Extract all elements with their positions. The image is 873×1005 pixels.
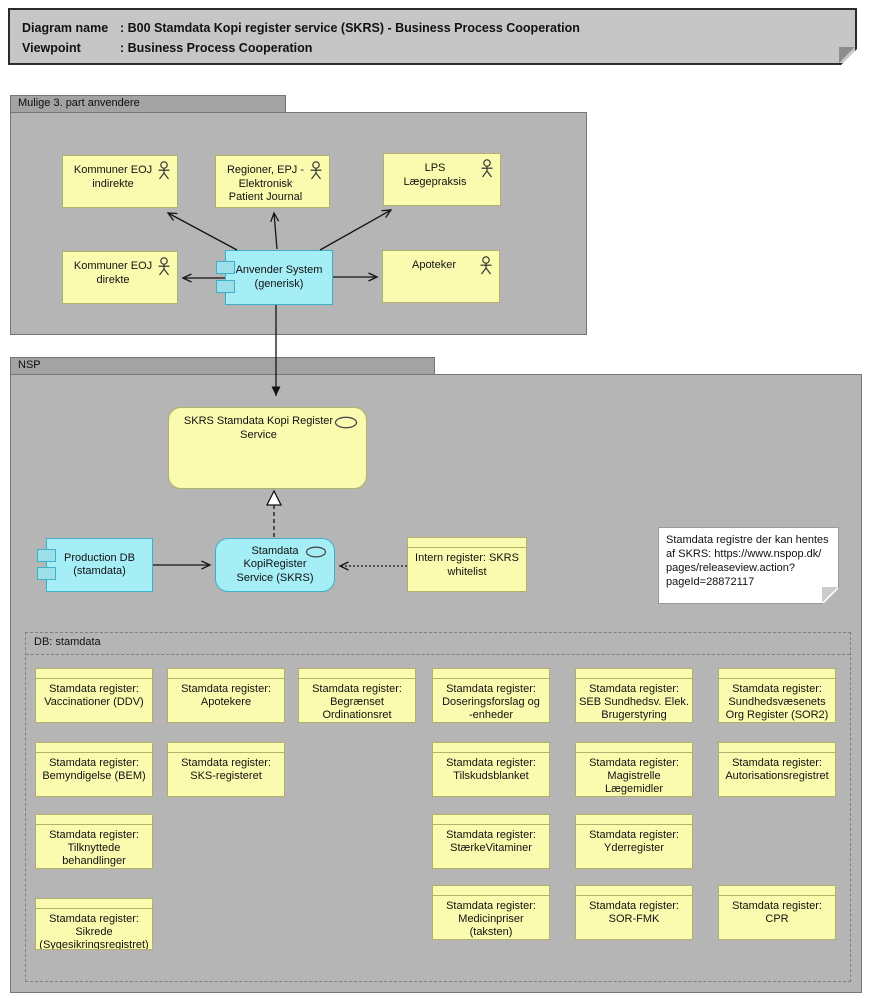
note-text: Stamdata registre der kan hentes af SKRS… bbox=[666, 534, 829, 588]
actor-label: Regioner, EPJ - Elektronisk Patient Jour… bbox=[226, 164, 305, 203]
register-magistrelle-laegemidler[interactable]: Stamdata register: Magistrelle Lægemidle… bbox=[575, 742, 693, 797]
actor-lps-laegepraksis[interactable]: LPS Lægepraksis bbox=[383, 153, 501, 206]
actor-label: Kommuner EOJ direkte bbox=[73, 260, 153, 286]
title-label: Diagram name bbox=[22, 21, 109, 35]
component-icon bbox=[216, 261, 235, 274]
service-icon bbox=[305, 546, 327, 558]
register-label: Stamdata register: SOR-FMK bbox=[589, 900, 679, 925]
title-value: : B00 Stamdata Kopi register service (SK… bbox=[120, 21, 580, 35]
register-label: Stamdata register: CPR bbox=[732, 900, 822, 925]
service-icon bbox=[334, 416, 358, 429]
register-doseringsforslag[interactable]: Stamdata register: Doseringsforslag og -… bbox=[432, 668, 550, 723]
group-label: DB: stamdata bbox=[34, 636, 101, 648]
register-label: Stamdata register: Medicinpriser (takste… bbox=[446, 900, 536, 938]
actor-icon bbox=[481, 159, 493, 178]
service-stamdata-kopiregister[interactable]: Stamdata KopiRegister Service (SKRS) bbox=[215, 538, 335, 592]
actor-apoteker[interactable]: Apoteker bbox=[382, 250, 500, 303]
register-sor-fmk[interactable]: Stamdata register: SOR-FMK bbox=[575, 885, 693, 940]
register-autorisationsregistret[interactable]: Stamdata register: Autorisationsregistre… bbox=[718, 742, 836, 797]
register-label: Stamdata register: Tilknyttede behandlin… bbox=[49, 829, 139, 867]
service-label: SKRS Stamdata Kopi Register Service bbox=[183, 415, 334, 441]
group-db-stamdata[interactable]: DB: stamdata bbox=[25, 632, 851, 982]
component-icon bbox=[37, 567, 56, 580]
register-sikrede-sygesikringsregistret[interactable]: Stamdata register: Sikrede (Sygesikrings… bbox=[35, 898, 153, 950]
register-label: Stamdata register: SKS-registeret bbox=[181, 757, 271, 782]
group-label: NSP bbox=[18, 359, 41, 371]
object-label: Intern register: SKRS whitelist bbox=[415, 552, 519, 578]
register-tilknyttede-behandlinger[interactable]: Stamdata register: Tilknyttede behandlin… bbox=[35, 814, 153, 869]
object-intern-register-whitelist[interactable]: Intern register: SKRS whitelist bbox=[407, 537, 527, 592]
group-label: Mulige 3. part anvendere bbox=[18, 97, 140, 109]
title-value: : Business Process Cooperation bbox=[120, 41, 313, 55]
actor-kommuner-eoj-indirekte[interactable]: Kommuner EOJ indirekte bbox=[62, 155, 178, 208]
register-label: Stamdata register: Yderregister bbox=[589, 829, 679, 854]
title-row-viewpoint: Viewpoint : Business Process Cooperation bbox=[22, 38, 843, 58]
register-medicinpriser-taksten[interactable]: Stamdata register: Medicinpriser (takste… bbox=[432, 885, 550, 940]
register-staerkevitaminer[interactable]: Stamdata register: StærkeVitaminer bbox=[432, 814, 550, 869]
title-label: Viewpoint bbox=[22, 41, 81, 55]
actor-label: LPS Lægepraksis bbox=[403, 162, 467, 188]
register-tilskudsblanket[interactable]: Stamdata register: Tilskudsblanket bbox=[432, 742, 550, 797]
register-cpr[interactable]: Stamdata register: CPR bbox=[718, 885, 836, 940]
register-label: Stamdata register: Begrænset Ordinations… bbox=[312, 683, 402, 721]
actor-kommuner-eoj-direkte[interactable]: Kommuner EOJ direkte bbox=[62, 251, 178, 304]
service-label: Stamdata KopiRegister Service (SKRS) bbox=[236, 544, 314, 584]
register-vaccinationer-ddv[interactable]: Stamdata register: Vaccinationer (DDV) bbox=[35, 668, 153, 723]
register-label: Stamdata register: Tilskudsblanket bbox=[446, 757, 536, 782]
register-seb-brugerstyring[interactable]: Stamdata register: SEB Sundhedsv. Elek. … bbox=[575, 668, 693, 723]
register-yderregister[interactable]: Stamdata register: Yderregister bbox=[575, 814, 693, 869]
component-label: Anvender System (generisk) bbox=[235, 264, 323, 290]
register-bemyndigelse-bem[interactable]: Stamdata register: Bemyndigelse (BEM) bbox=[35, 742, 153, 797]
register-label: Stamdata register: Bemyndigelse (BEM) bbox=[42, 757, 146, 782]
register-sor2[interactable]: Stamdata register: Sundhedsvæsenets Org … bbox=[718, 668, 836, 723]
register-apotekere[interactable]: Stamdata register: Apotekere bbox=[167, 668, 285, 723]
actor-icon bbox=[310, 161, 322, 180]
component-icon bbox=[216, 280, 235, 293]
actor-icon bbox=[480, 256, 492, 275]
actor-icon bbox=[158, 161, 170, 180]
group-tab-third-party[interactable]: Mulige 3. part anvendere bbox=[10, 95, 286, 112]
register-begraenset-ordinationsret[interactable]: Stamdata register: Begrænset Ordinations… bbox=[298, 668, 416, 723]
group-tab-nsp[interactable]: NSP bbox=[10, 357, 435, 374]
actor-label: Kommuner EOJ indirekte bbox=[73, 164, 153, 190]
component-label: Production DB (stamdata) bbox=[64, 551, 135, 578]
register-label: Stamdata register: Apotekere bbox=[181, 683, 271, 708]
title-row-diagram-name: Diagram name : B00 Stamdata Kopi register… bbox=[22, 18, 843, 38]
register-label: Stamdata register: StærkeVitaminer bbox=[446, 829, 536, 854]
actor-icon bbox=[158, 257, 170, 276]
register-label: Stamdata register: Autorisationsregistre… bbox=[725, 757, 829, 782]
register-label: Stamdata register: Vaccinationer (DDV) bbox=[44, 683, 144, 708]
component-anvender-system[interactable]: Anvender System (generisk) bbox=[216, 250, 333, 305]
register-label: Stamdata register: Doseringsforslag og -… bbox=[442, 683, 540, 721]
diagram-title-note: Diagram name : B00 Stamdata Kopi register… bbox=[8, 8, 857, 65]
component-production-db[interactable]: Production DB (stamdata) bbox=[37, 538, 153, 592]
register-label: Stamdata register: Sikrede (Sygesikrings… bbox=[39, 913, 149, 950]
register-label: Stamdata register: SEB Sundhedsv. Elek. … bbox=[579, 683, 689, 721]
component-icon bbox=[37, 549, 56, 562]
actor-regioner-epj[interactable]: Regioner, EPJ - Elektronisk Patient Jour… bbox=[215, 155, 330, 208]
register-label: Stamdata register: Sundhedsvæsenets Org … bbox=[725, 683, 829, 721]
register-sks-registeret[interactable]: Stamdata register: SKS-registeret bbox=[167, 742, 285, 797]
note-stamdata-registre[interactable]: Stamdata registre der kan hentes af SKRS… bbox=[658, 527, 839, 604]
actor-label: Apoteker bbox=[411, 259, 457, 271]
group-header-divider bbox=[26, 654, 850, 655]
register-label: Stamdata register: Magistrelle Lægemidle… bbox=[589, 757, 679, 795]
service-skrs-stamdata-kopi-register[interactable]: SKRS Stamdata Kopi Register Service bbox=[168, 407, 367, 489]
fold-corner-icon bbox=[839, 47, 855, 63]
